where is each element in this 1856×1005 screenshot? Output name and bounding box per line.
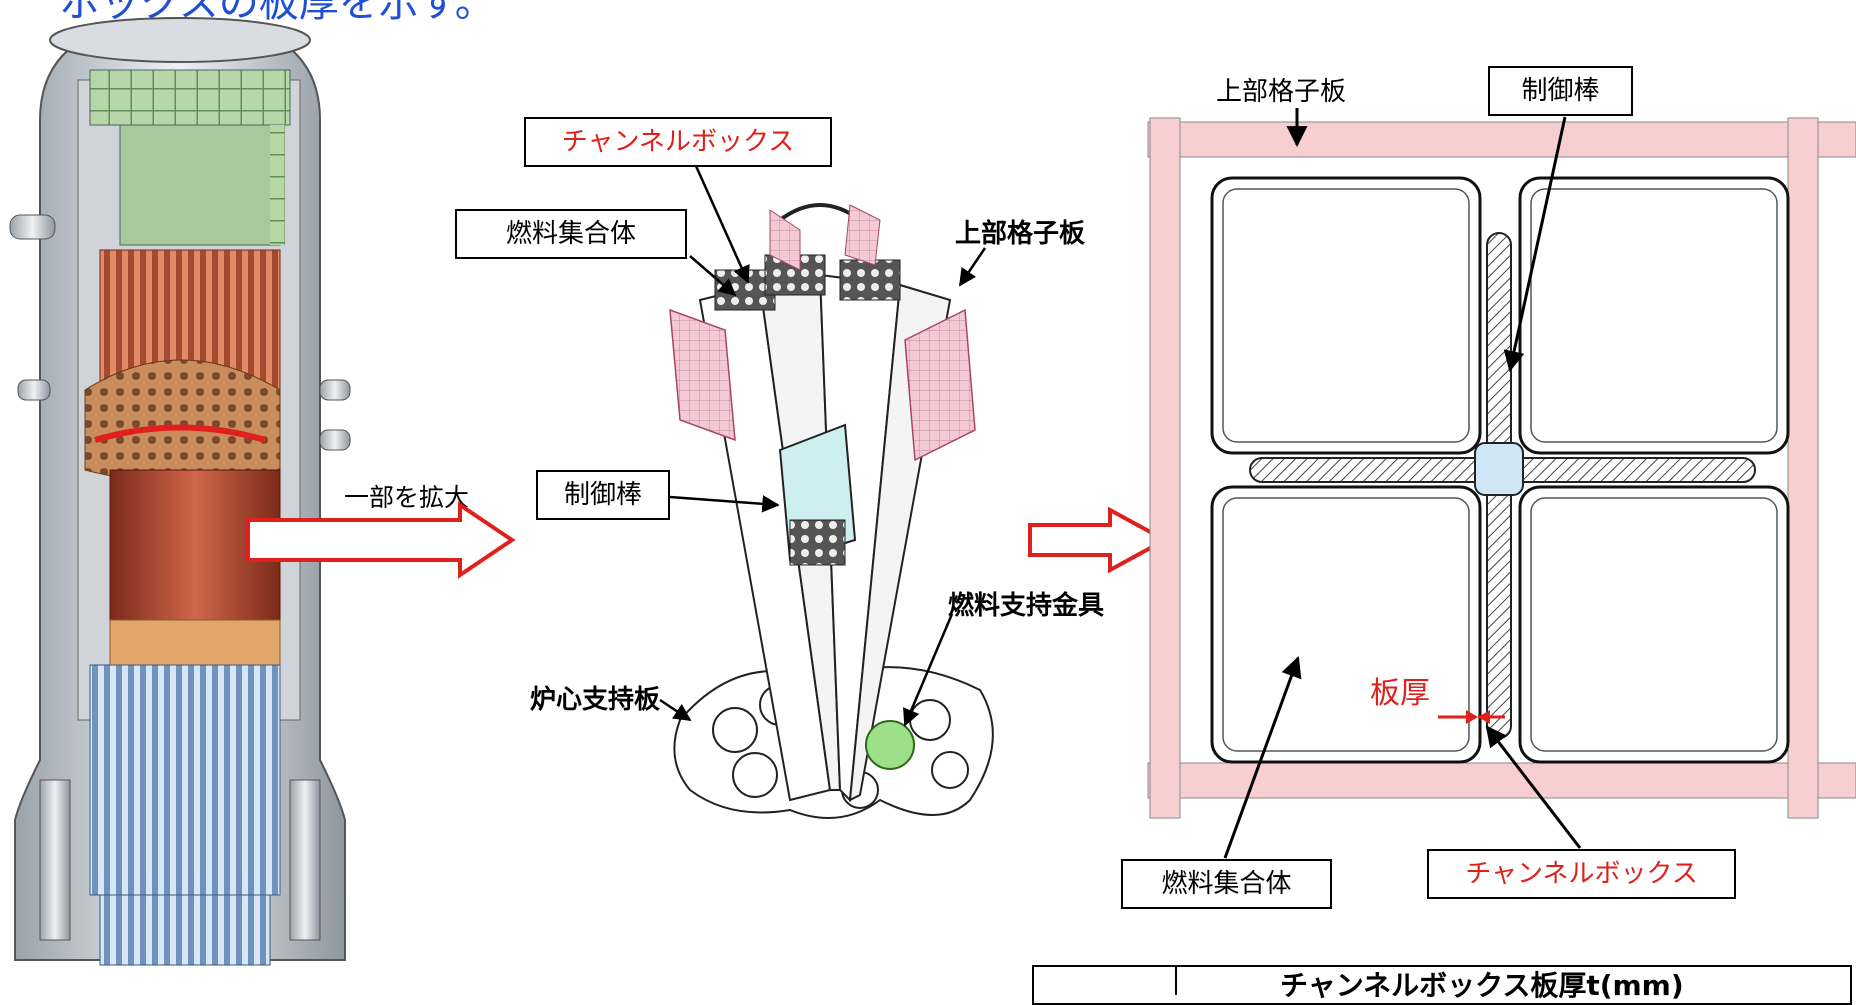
middle-leader-lines [659, 165, 987, 727]
fuel-assembly-label: 燃料集合体 [455, 209, 687, 259]
table-header: チャンネルボックス板厚t(mm) [1280, 969, 1684, 1002]
control-rod-label: 制御棒 [536, 470, 670, 520]
channel-box-label-right: チャンネルボックス [1427, 849, 1736, 899]
fuel-assembly-label-right: 燃料集合体 [1121, 859, 1332, 909]
thickness-label: 板厚 [1370, 676, 1430, 711]
fuel-support-label: 燃料支持金具 [948, 591, 1105, 621]
zoom-label: 一部を拡大 [344, 483, 470, 512]
control-rod-label-right: 制御棒 [1488, 66, 1633, 116]
core-plate-label: 炉心支持板 [530, 685, 661, 715]
upper-grid-label: 上部格子板 [955, 219, 1086, 249]
table-column-divider [1175, 965, 1177, 995]
upper-grid-label-right: 上部格子板 [1216, 77, 1347, 107]
reactor-vessel-illustration [9, 16, 351, 966]
grid-plan-diagram [1147, 108, 1856, 859]
zoom-arrow-left [246, 501, 1170, 579]
channel-box-label: チャンネルボックス [524, 117, 832, 167]
